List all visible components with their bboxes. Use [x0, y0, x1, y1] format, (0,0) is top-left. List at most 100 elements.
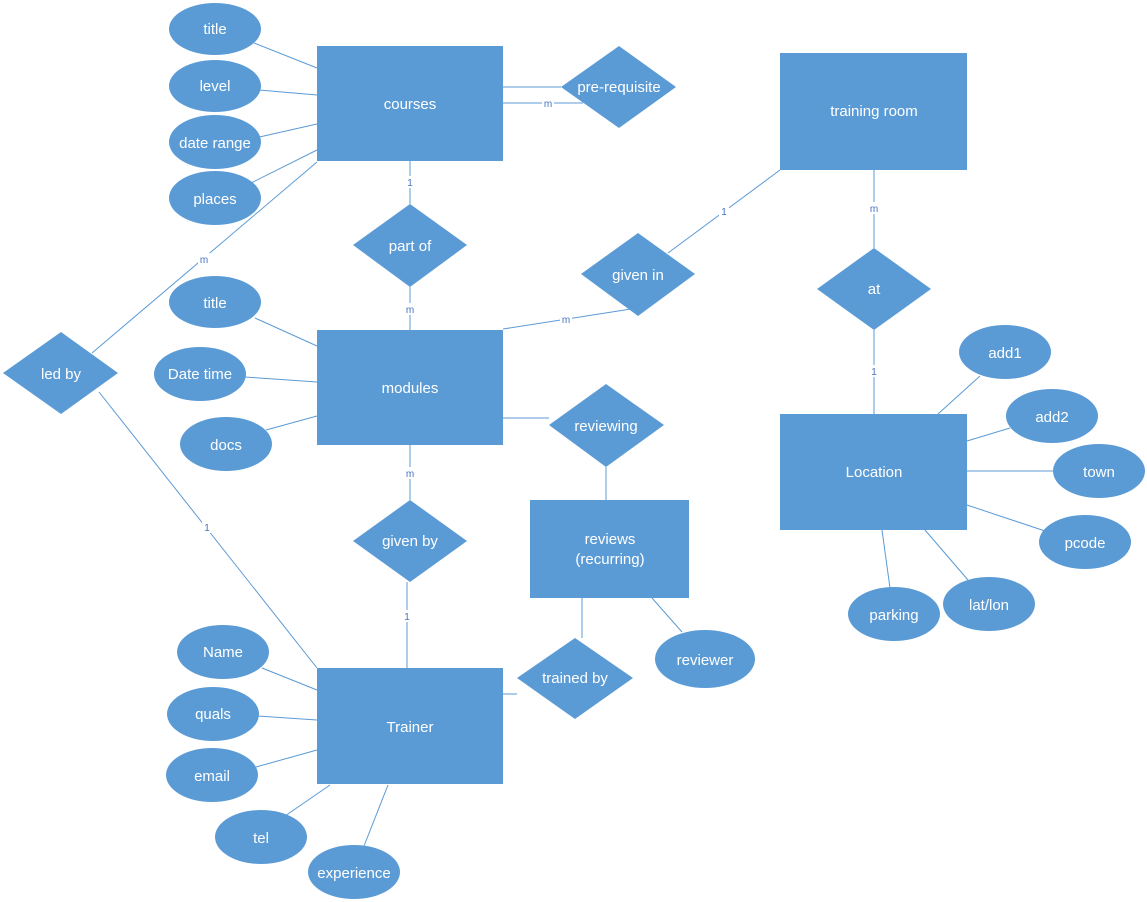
attribute-loc-pcode: pcode — [1039, 515, 1131, 569]
entity-location-label: Location — [846, 464, 903, 481]
attribute-trainer-quals-label: quals — [195, 706, 231, 723]
cardinality-partof-modules-m: m — [406, 305, 414, 316]
attribute-course-date-range: date range — [169, 115, 261, 169]
entity-courses: courses — [317, 46, 503, 161]
attribute-course-places-label: places — [193, 191, 236, 208]
line-module-title — [254, 317, 318, 347]
line-course-title — [253, 42, 318, 69]
attribute-trainer-quals: quals — [167, 687, 259, 741]
attribute-course-date-range-label: date range — [179, 135, 251, 152]
line-loc-latlon — [924, 529, 969, 581]
attribute-loc-parking: parking — [848, 587, 940, 641]
entity-trainer: Trainer — [317, 668, 503, 784]
attribute-trainer-name-label: Name — [203, 644, 243, 661]
attribute-module-title-label: title — [203, 295, 226, 312]
cardinality-givenby-trainer-1: 1 — [404, 612, 410, 623]
line-trainer-experience — [363, 784, 389, 847]
entity-modules-label: modules — [382, 380, 439, 397]
relationship-given-in: given in — [581, 233, 695, 316]
relationship-at: at — [817, 248, 931, 330]
line-trainer-quals — [257, 715, 318, 721]
relationship-trained-by-label: trained by — [542, 670, 608, 687]
entity-reviews-label-line1: reviews — [585, 531, 636, 548]
attribute-module-docs: docs — [180, 417, 272, 471]
relationship-given-by-label: given by — [382, 533, 438, 550]
relationship-at-label: at — [868, 281, 881, 298]
line-loc-parking — [881, 529, 891, 589]
attribute-module-docs-label: docs — [210, 437, 242, 454]
cardinality-courses-ledby-m: m — [200, 255, 208, 266]
attribute-trainer-tel-label: tel — [253, 830, 269, 847]
line-loc-add1 — [937, 375, 981, 415]
attribute-trainer-experience: experience — [308, 845, 400, 899]
entity-location: Location — [780, 414, 967, 530]
attribute-loc-latlon-label: lat/lon — [969, 597, 1009, 614]
cardinality-courses-partof-1: 1 — [407, 178, 413, 189]
attribute-loc-parking-label: parking — [869, 607, 918, 624]
attribute-module-date-time-label: Date time — [168, 366, 232, 383]
cardinality-modules-givenin-m: m — [562, 315, 570, 326]
line-loc-add2 — [966, 427, 1011, 442]
entities: courses training room modules Location r… — [317, 46, 967, 784]
relationship-prerequisite: pre-requisite — [561, 46, 676, 128]
attribute-trainer-experience-label: experience — [317, 865, 390, 882]
cardinality-prereq-m: m — [544, 99, 552, 110]
relationship-part-of-label: part of — [389, 238, 432, 255]
cardinality-givenin-room-1: 1 — [721, 207, 727, 218]
attribute-reviewer: reviewer — [655, 630, 755, 688]
line-module-date-time — [244, 376, 318, 383]
attribute-trainer-email: email — [166, 748, 258, 802]
attribute-trainer-email-label: email — [194, 768, 230, 785]
attribute-loc-add1: add1 — [959, 325, 1051, 379]
attribute-course-title: title — [169, 3, 261, 55]
attribute-course-level: level — [169, 60, 261, 112]
line-trainer-email — [255, 749, 318, 768]
attribute-reviewer-label: reviewer — [677, 652, 734, 669]
cardinality-ledby-trainer-1: 1 — [204, 523, 210, 534]
relationship-trained-by: trained by — [517, 638, 633, 719]
relationships: pre-requisite part of given in at led by… — [3, 46, 931, 719]
line-course-date-range — [254, 123, 318, 139]
attribute-module-title: title — [169, 276, 261, 328]
relationship-reviewing-label: reviewing — [574, 418, 637, 435]
entity-training-room: training room — [780, 53, 967, 170]
cardinality-labels: m 1 m m 1 m 1 m 1 m 1 — [198, 97, 880, 623]
attribute-loc-add2: add2 — [1006, 389, 1098, 443]
entity-trainer-label: Trainer — [387, 719, 434, 736]
attribute-course-title-label: title — [203, 21, 226, 38]
line-course-level — [258, 89, 318, 96]
entity-training-room-label: training room — [830, 103, 918, 120]
line-trainer-tel — [284, 784, 331, 817]
entity-reviews: reviews (recurring) — [530, 500, 689, 598]
attribute-trainer-name: Name — [177, 625, 269, 679]
relationship-given-in-label: given in — [612, 267, 664, 284]
line-course-places — [250, 149, 318, 184]
entity-modules: modules — [317, 330, 503, 445]
line-loc-pcode — [966, 504, 1046, 532]
attribute-trainer-tel: tel — [215, 810, 307, 864]
line-module-docs — [265, 415, 318, 431]
relationship-given-by: given by — [353, 500, 467, 582]
attribute-loc-town: town — [1053, 444, 1145, 498]
cardinality-room-at-m: m — [870, 204, 878, 215]
entity-courses-label: courses — [384, 96, 437, 113]
attribute-loc-add2-label: add2 — [1035, 409, 1068, 426]
relationship-led-by-label: led by — [41, 366, 82, 383]
attribute-loc-add1-label: add1 — [988, 345, 1021, 362]
attribute-loc-town-label: town — [1083, 464, 1115, 481]
entity-reviews-label-line2: (recurring) — [575, 551, 644, 568]
relationship-led-by: led by — [3, 332, 118, 414]
relationship-reviewing: reviewing — [549, 384, 664, 467]
attributes: title level date range places title Date… — [154, 3, 1145, 899]
attribute-course-level-label: level — [200, 78, 231, 95]
line-reviews-reviewer — [651, 597, 683, 633]
cardinality-at-location-1: 1 — [871, 367, 877, 378]
attribute-loc-pcode-label: pcode — [1065, 535, 1106, 552]
relationship-part-of: part of — [353, 204, 467, 287]
attribute-course-places: places — [169, 171, 261, 225]
attribute-loc-latlon: lat/lon — [943, 577, 1035, 631]
line-trainer-name — [261, 667, 318, 691]
relationship-prerequisite-label: pre-requisite — [577, 79, 660, 96]
attribute-module-date-time: Date time — [154, 347, 246, 401]
